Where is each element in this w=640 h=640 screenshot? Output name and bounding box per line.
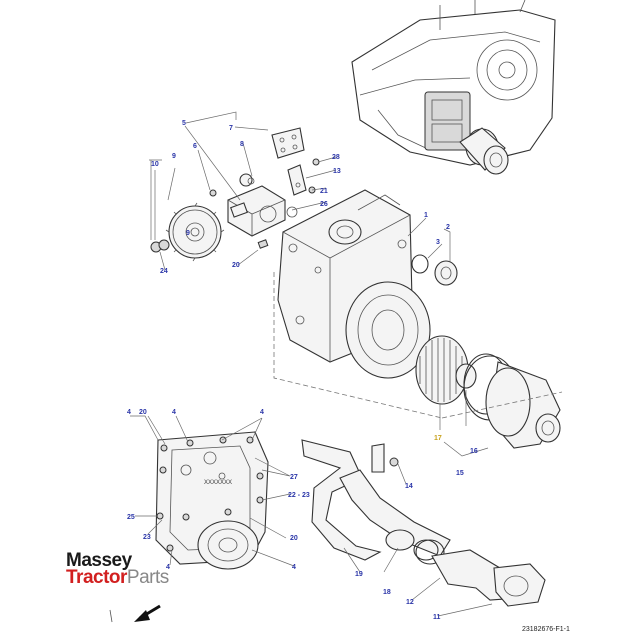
tractor-transmission-illustration	[351, 0, 556, 175]
pump-bracket	[271, 127, 305, 159]
callout-numbers: 5 7 8 6 9 10 28 13 21 26 9 24 20 1 2 3 1…	[127, 120, 478, 621]
callout-4-b: 4	[172, 409, 176, 416]
oil-filter	[415, 335, 561, 449]
callout-16: 16	[470, 448, 478, 455]
callout-10: 10	[151, 161, 159, 168]
callout-8: 8	[240, 141, 244, 148]
callout-21: 21	[320, 188, 328, 195]
intake-pipe	[301, 439, 546, 607]
callout-12: 12	[406, 599, 414, 606]
callout-19: 19	[355, 571, 363, 578]
massey-tractor-parts-logo: Massey TractorParts	[66, 550, 206, 590]
logo-line-1: Massey	[66, 550, 132, 571]
callout-25: 25	[127, 514, 135, 521]
callout-9-top: 9	[172, 153, 176, 160]
callout-11: 11	[433, 614, 441, 621]
document-id: 23182676-F1-1	[522, 626, 570, 633]
callout-22-23: 22 - 23	[288, 492, 310, 499]
callout-24: 24	[160, 268, 168, 275]
pump-plate	[287, 164, 307, 196]
timing-cover-housing	[277, 189, 431, 379]
callout-26: 26	[320, 201, 328, 208]
oil-filter-assembly-small	[459, 127, 509, 175]
oil-pump-gear	[165, 202, 225, 262]
callout-27: 27	[290, 474, 298, 481]
callout-20-left: 20	[139, 409, 147, 416]
callout-17: 17	[434, 435, 442, 442]
callout-7: 7	[229, 125, 233, 132]
cover-part-stamp: XXXXXXX	[204, 480, 232, 486]
callout-28: 28	[332, 154, 340, 161]
front-cover-plate: XXXXXXX	[155, 431, 269, 570]
logo-line-2: TractorParts	[66, 567, 169, 589]
small-bolts	[150, 158, 320, 253]
callout-9-gear: 9	[186, 230, 190, 237]
assembly-boundary-line	[273, 272, 563, 419]
arrow-down-left-icon	[109, 604, 161, 623]
callout-18: 18	[383, 589, 391, 596]
callout-20-top: 20	[232, 262, 240, 269]
oil-pump-body	[227, 173, 286, 237]
callout-23: 23	[143, 534, 151, 541]
callout-5: 5	[182, 120, 186, 127]
callout-6: 6	[193, 143, 197, 150]
logo-parts-word: Parts	[126, 567, 169, 588]
callout-14: 14	[405, 483, 413, 490]
callout-20-right: 20	[290, 535, 298, 542]
logo-tractor-word: Tractor	[66, 567, 127, 588]
callout-3: 3	[436, 239, 440, 246]
callout-4-e: 4	[292, 564, 296, 571]
callout-4-a: 4	[127, 409, 131, 416]
callout-4-c: 4	[260, 409, 264, 416]
callout-2: 2	[446, 224, 450, 231]
leader-lines	[130, 111, 493, 617]
callout-1: 1	[424, 212, 428, 219]
oil-seal-ring	[411, 254, 458, 286]
callout-4-d: 4	[166, 564, 170, 571]
callout-15: 15	[456, 470, 464, 477]
callout-13: 13	[333, 168, 341, 175]
